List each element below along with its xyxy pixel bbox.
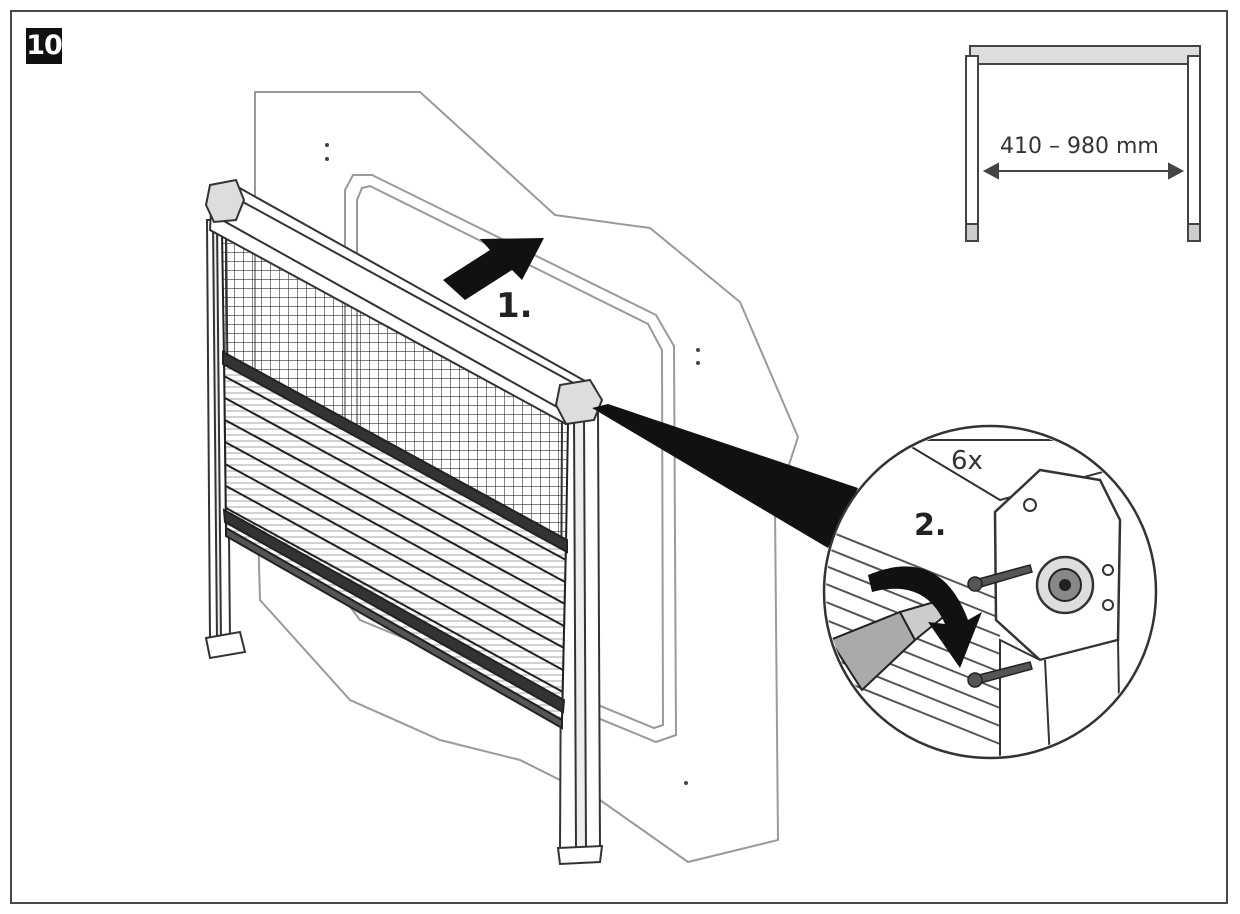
door-panel-holes (325, 143, 700, 785)
width-range-label: 410 – 980 mm (1000, 134, 1159, 159)
dimension-diagram (965, 45, 1201, 242)
step-number-badge: 10 (26, 28, 63, 64)
detail-view (822, 424, 1158, 760)
detail-zoom-beam (592, 404, 858, 548)
screw-icon (967, 564, 1033, 688)
top-cassette (204, 178, 604, 426)
step-2-label: 2. (914, 508, 947, 543)
rotation-arrow-icon (868, 566, 982, 668)
step-1-label: 1. (496, 286, 533, 326)
screw-quantity-label: 6x (951, 446, 983, 476)
pleated-blind (222, 350, 568, 730)
right-post (556, 410, 604, 866)
push-arrow-icon (443, 238, 544, 300)
